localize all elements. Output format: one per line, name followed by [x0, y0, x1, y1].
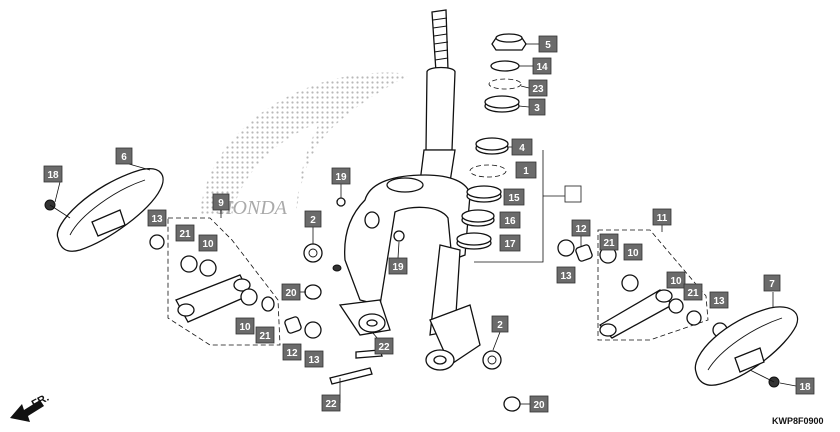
callout-21-b[interactable]: 21 [255, 326, 275, 344]
callout-19-b[interactable]: 19 [388, 257, 408, 275]
empty-reference-box [564, 185, 582, 203]
left-bracket [149, 217, 322, 346]
callout-18-right[interactable]: 18 [795, 377, 815, 395]
callout-13-b[interactable]: 13 [304, 350, 324, 368]
svg-text:10: 10 [239, 322, 251, 333]
svg-text:21: 21 [687, 288, 699, 299]
callout-13-c[interactable]: 13 [556, 266, 576, 284]
svg-text:13: 13 [308, 355, 320, 366]
svg-text:4: 4 [519, 143, 525, 154]
callout-6[interactable]: 6 [115, 147, 133, 165]
bearing-stack [456, 33, 527, 250]
callout-17[interactable]: 17 [499, 234, 521, 252]
left-footrest [44, 168, 164, 252]
svg-text:22: 22 [325, 399, 337, 410]
fasteners [303, 243, 521, 412]
right-footrest [694, 306, 799, 388]
svg-text:15: 15 [508, 193, 520, 204]
svg-text:11: 11 [657, 213, 668, 224]
callout-14[interactable]: 14 [532, 57, 552, 75]
svg-text:5: 5 [545, 40, 551, 51]
svg-text:19: 19 [335, 172, 347, 183]
svg-text:17: 17 [504, 239, 516, 250]
svg-text:19: 19 [392, 262, 404, 273]
callout-11[interactable]: 11 [652, 208, 672, 226]
callout-12-a[interactable]: 12 [282, 343, 302, 361]
callout-3[interactable]: 3 [528, 98, 546, 116]
callout-2-a[interactable]: 2 [304, 210, 322, 228]
front-direction-label: FR. [30, 392, 51, 411]
svg-text:21: 21 [259, 331, 271, 342]
callout-16[interactable]: 16 [499, 211, 521, 229]
callout-15[interactable]: 15 [503, 188, 525, 206]
svg-text:16: 16 [504, 216, 516, 227]
svg-text:18: 18 [799, 382, 811, 393]
diagram-code: KWP8F0900 [772, 416, 824, 426]
callout-18-left[interactable]: 18 [43, 165, 63, 183]
callout-12-b[interactable]: 12 [571, 219, 591, 237]
callout-10-b[interactable]: 10 [235, 317, 255, 335]
svg-text:2: 2 [310, 215, 316, 226]
callout-9[interactable]: 9 [212, 193, 230, 211]
callout-20-a[interactable]: 20 [281, 283, 301, 301]
svg-text:9: 9 [218, 198, 224, 209]
svg-text:13: 13 [713, 296, 725, 307]
svg-text:13: 13 [151, 214, 163, 225]
svg-text:23: 23 [532, 84, 544, 95]
callout-10-d[interactable]: 10 [666, 271, 686, 289]
svg-text:13: 13 [560, 271, 572, 282]
callout-13-a[interactable]: 13 [147, 209, 167, 227]
svg-text:22: 22 [378, 342, 390, 353]
callout-22-b[interactable]: 22 [321, 394, 341, 412]
svg-text:3: 3 [534, 103, 540, 114]
svg-text:2: 2 [497, 320, 503, 331]
svg-text:20: 20 [533, 400, 545, 411]
callout-23[interactable]: 23 [528, 79, 548, 97]
callout-10-c[interactable]: 10 [623, 243, 643, 261]
svg-text:10: 10 [670, 276, 682, 287]
svg-text:14: 14 [536, 62, 548, 73]
callout-7[interactable]: 7 [763, 274, 781, 292]
steering-stem [336, 9, 481, 371]
svg-text:18: 18 [47, 170, 59, 181]
callout-1[interactable]: 1 [515, 161, 537, 179]
svg-text:21: 21 [603, 238, 615, 249]
callout-21-a[interactable]: 21 [175, 224, 195, 242]
callout-5[interactable]: 5 [538, 35, 558, 53]
callout-10-a[interactable]: 10 [198, 234, 218, 252]
front-direction-arrow: FR. [10, 392, 51, 422]
svg-text:6: 6 [121, 152, 127, 163]
callout-13-d[interactable]: 13 [709, 291, 729, 309]
callout-21-d[interactable]: 21 [683, 283, 703, 301]
callout-2-b[interactable]: 2 [491, 315, 509, 333]
svg-text:12: 12 [286, 348, 298, 359]
callout-19-a[interactable]: 19 [331, 167, 351, 185]
svg-text:7: 7 [769, 279, 775, 290]
callout-20-b[interactable]: 20 [529, 395, 549, 413]
callout-21-c[interactable]: 21 [599, 233, 619, 251]
svg-text:12: 12 [575, 224, 587, 235]
svg-text:10: 10 [627, 248, 639, 259]
leader-lines [54, 43, 797, 405]
svg-text:20: 20 [285, 288, 297, 299]
svg-text:1: 1 [523, 166, 529, 177]
honda-logo-text: HONDA [217, 197, 288, 219]
callout-22-a[interactable]: 22 [374, 337, 394, 355]
callout-4[interactable]: 4 [511, 138, 533, 156]
svg-text:10: 10 [202, 239, 214, 250]
honda-wing-logo: HONDA [200, 72, 410, 219]
svg-text:21: 21 [179, 229, 191, 240]
